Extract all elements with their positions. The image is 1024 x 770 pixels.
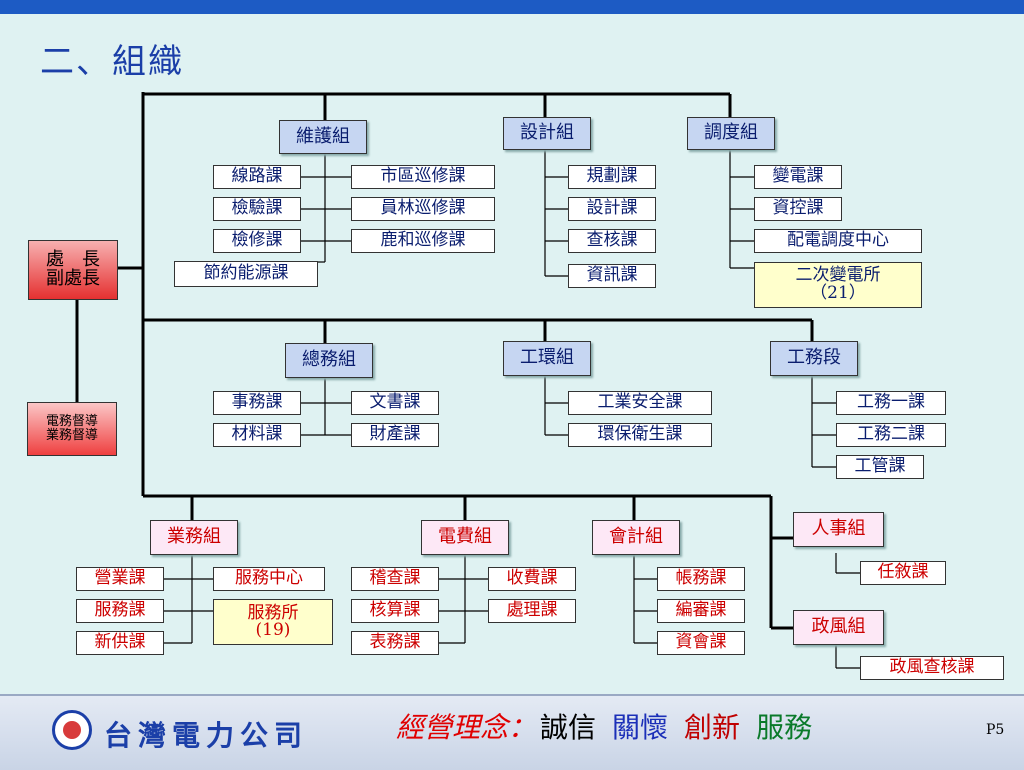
unit-new-supply: 新供課 (76, 631, 164, 655)
secondary-substations-label: 二次變電所 (795, 265, 881, 286)
unit-energy-saving: 節約能源課 (174, 261, 318, 287)
unit-collection: 收費課 (488, 567, 576, 591)
motto-care: 關懷 (612, 711, 669, 744)
group-business: 業務組 (150, 520, 238, 555)
motto-label: 經營理念： (396, 711, 537, 744)
footer-bar (0, 694, 1024, 770)
unit-industrial-safety: 工業安全課 (568, 391, 712, 415)
group-works: 工務段 (770, 341, 858, 376)
unit-ethics-audit: 政風查核課 (860, 656, 1004, 680)
page-title: 二、組織 (40, 42, 184, 82)
group-billing: 電費組 (421, 520, 509, 555)
electrical-supervisor-label: 電務督導 (45, 414, 98, 430)
unit-inspection-audit: 稽查課 (351, 567, 439, 591)
group-maintenance: 維護組 (279, 120, 367, 154)
unit-appointment: 任敘課 (860, 561, 946, 585)
group-general-affairs: 總務組 (285, 343, 373, 378)
motto-innovation: 創新 (684, 711, 741, 744)
unit-distribution-dispatch: 配電調度中心 (754, 229, 922, 253)
unit-planning: 規劃課 (568, 165, 656, 189)
business-supervisor-label: 業務督導 (45, 428, 98, 443)
unit-materials: 材料課 (213, 423, 301, 447)
group-ethics: 政風組 (793, 610, 884, 645)
unit-city-patrol: 市區巡修課 (351, 165, 495, 189)
group-env: 工環組 (503, 341, 591, 376)
director-label: 處 長 (46, 249, 100, 271)
unit-data-control: 資控課 (754, 197, 842, 221)
unit-repair: 檢修課 (213, 229, 301, 253)
unit-property: 財產課 (351, 423, 439, 447)
deputy-director-label: 副處長 (46, 268, 100, 289)
unit-yuanlin-patrol: 員林巡修課 (351, 197, 495, 221)
motto-service: 服務 (756, 711, 813, 744)
top-bar (0, 0, 1024, 14)
service-offices-label: 服務所 (247, 603, 299, 623)
unit-sales: 營業課 (76, 567, 164, 591)
company-name: 台灣電力公司 (104, 719, 309, 752)
unit-env-health: 環保衛生課 (568, 423, 712, 447)
unit-service: 服務課 (76, 599, 164, 623)
secondary-substations-count: （21） (810, 283, 866, 303)
unit-info-accounting: 資會課 (657, 631, 745, 655)
unit-luhe-patrol: 鹿和巡修課 (351, 229, 495, 253)
unit-accounts: 帳務課 (657, 567, 745, 591)
unit-affairs: 事務課 (213, 391, 301, 415)
unit-service-offices: 服務所 (19) (213, 599, 333, 645)
page-number: P5 (986, 722, 1005, 738)
unit-meter: 表務課 (351, 631, 439, 655)
unit-line: 線路課 (213, 165, 301, 189)
motto-integrity: 誠信 (540, 711, 597, 744)
unit-information: 資訊課 (568, 264, 656, 288)
unit-calculation: 核算課 (351, 599, 439, 623)
director-box: 處 長 副處長 (28, 240, 118, 300)
group-dispatch: 調度組 (687, 117, 775, 150)
unit-service-center: 服務中心 (213, 567, 325, 591)
motto: 經營理念：誠信關懷創新服務 (396, 706, 828, 746)
service-offices-count: (19) (255, 620, 291, 640)
unit-works-mgmt: 工管課 (836, 455, 924, 479)
supervisors-box: 電務督導 業務督導 (27, 402, 117, 456)
unit-substation: 變電課 (754, 165, 842, 189)
unit-inspection: 檢驗課 (213, 197, 301, 221)
unit-documents: 文書課 (351, 391, 439, 415)
unit-review: 編審課 (657, 599, 745, 623)
unit-works-1: 工務一課 (836, 391, 946, 415)
group-personnel: 人事組 (793, 512, 884, 547)
unit-works-2: 工務二課 (836, 423, 946, 447)
group-accounting: 會計組 (592, 520, 680, 555)
taipower-logo-icon (52, 710, 92, 750)
unit-processing: 處理課 (488, 599, 576, 623)
unit-audit: 查核課 (568, 229, 656, 253)
unit-design: 設計課 (568, 197, 656, 221)
group-design: 設計組 (503, 117, 591, 150)
unit-secondary-substations: 二次變電所 （21） (754, 262, 922, 308)
